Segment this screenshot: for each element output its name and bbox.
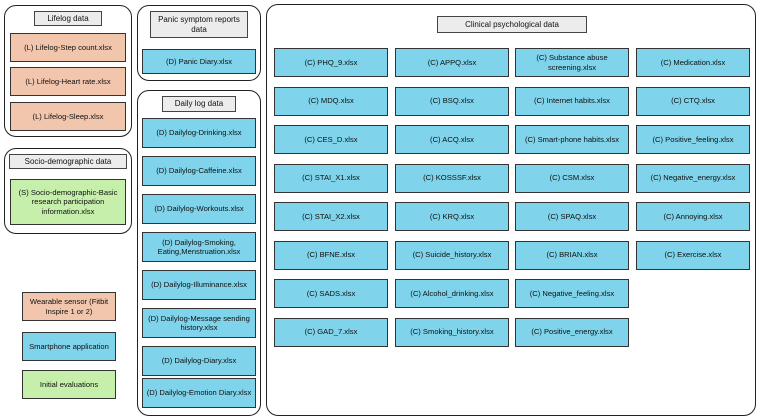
clinical-file-1-7[interactable]: (C) Smoking_history.xlsx xyxy=(395,317,509,347)
clinical-file-2-1[interactable]: (C) Internet habits.xlsx xyxy=(515,86,629,116)
clinical-file-2-7[interactable]: (C) Positive_energy.xlsx xyxy=(515,317,629,347)
legend-initial: Initial evaluations xyxy=(22,370,116,399)
clinical-file-2-4[interactable]: (C) SPAQ.xlsx xyxy=(515,202,629,231)
clinical-file-1-2[interactable]: (C) ACQ.xlsx xyxy=(395,125,509,154)
lifelog-title: Lifelog data xyxy=(34,11,102,26)
panic-symptom-title: Panic symptom reports data xyxy=(150,11,248,38)
dailylog-drinking-file[interactable]: (D) Dailylog-Drinking.xlsx xyxy=(142,118,256,148)
clinical-file-3-3[interactable]: (C) Negative_energy.xlsx xyxy=(636,163,750,193)
panic-diary-file[interactable]: (D) Panic Diary.xlsx xyxy=(142,49,256,74)
dailylog-smoking-file[interactable]: (D) Dailylog-Smoking, Eating,Menstruatio… xyxy=(142,232,256,262)
clinical-file-3-2[interactable]: (C) Positive_feeling.xlsx xyxy=(636,125,750,154)
clinical-file-1-4[interactable]: (C) KRQ.xlsx xyxy=(395,202,509,231)
socio-demographic-file[interactable]: (S) Socio-demographic-Basic research par… xyxy=(10,179,126,225)
clinical-file-0-7[interactable]: (C) GAD_7.xlsx xyxy=(274,317,388,347)
clinical-file-0-6[interactable]: (C) SADS.xlsx xyxy=(274,279,388,308)
clinical-file-3-5[interactable]: (C) Exercise.xlsx xyxy=(636,240,750,270)
dailylog-diary-file[interactable]: (D) Dailylog-Diary.xlsx xyxy=(142,346,256,376)
panic-symptom-group: Panic symptom reports data (D) Panic Dia… xyxy=(137,5,261,81)
dailylog-illuminance-file[interactable]: (D) Dailylog-Illuminance.xlsx xyxy=(142,270,256,300)
socio-demographic-title: Socio-demographic data xyxy=(9,154,127,169)
clinical-file-1-6[interactable]: (C) Alcohol_drinking.xlsx xyxy=(395,279,509,308)
clinical-file-3-0[interactable]: (C) Medication.xlsx xyxy=(636,48,750,77)
dailylog-caffeine-file[interactable]: (D) Dailylog-Caffeine.xlsx xyxy=(142,156,256,186)
clinical-file-0-2[interactable]: (C) CES_D.xlsx xyxy=(274,125,388,154)
lifelog-group: Lifelog data (L) Lifelog-Step count.xlsx… xyxy=(4,5,132,137)
clinical-file-2-5[interactable]: (C) BRIAN.xlsx xyxy=(515,240,629,270)
clinical-title: Clinical psychological data xyxy=(437,16,587,33)
dailylog-workouts-file[interactable]: (D) Dailylog-Workouts.xlsx xyxy=(142,194,256,224)
clinical-file-0-1[interactable]: (C) MDQ.xlsx xyxy=(274,86,388,116)
clinical-file-2-2[interactable]: (C) Smart-phone habits.xlsx xyxy=(515,125,629,154)
clinical-file-1-1[interactable]: (C) BSQ.xlsx xyxy=(395,86,509,116)
dailylog-message-file[interactable]: (D) Dailylog-Message sending history.xls… xyxy=(142,308,256,338)
clinical-file-0-5[interactable]: (C) BFNE.xlsx xyxy=(274,240,388,270)
lifelog-step-count-file[interactable]: (L) Lifelog-Step count.xlsx xyxy=(10,33,126,62)
clinical-file-2-6[interactable]: (C) Negative_feeling.xlsx xyxy=(515,279,629,308)
clinical-file-2-0[interactable]: (C) Substance abuse screening.xlsx xyxy=(515,48,629,77)
clinical-file-3-1[interactable]: (C) CTQ.xlsx xyxy=(636,86,750,116)
clinical-file-3-4[interactable]: (C) Annoying.xlsx xyxy=(636,202,750,231)
clinical-file-1-3[interactable]: (C) KOSSSF.xlsx xyxy=(395,163,509,193)
daily-log-title: Daily log data xyxy=(162,96,236,112)
clinical-file-1-0[interactable]: (C) APPQ.xlsx xyxy=(395,48,509,77)
dailylog-emotion-diary-file[interactable]: (D) Dailylog-Emotion Diary.xlsx xyxy=(142,378,256,408)
legend-wearable: Wearable sensor (Fitbit Inspire 1 or 2) xyxy=(22,292,116,321)
socio-demographic-group: Socio-demographic data (S) Socio-demogra… xyxy=(4,148,132,234)
clinical-group: Clinical psychological data (C) PHQ_9.xl… xyxy=(266,4,756,416)
clinical-file-0-0[interactable]: (C) PHQ_9.xlsx xyxy=(274,48,388,77)
clinical-file-2-3[interactable]: (C) CSM.xlsx xyxy=(515,163,629,193)
lifelog-heart-rate-file[interactable]: (L) Lifelog-Heart rate.xlsx xyxy=(10,67,126,96)
clinical-file-0-4[interactable]: (C) STAI_X2.xlsx xyxy=(274,202,388,231)
daily-log-group: Daily log data (D) Dailylog-Drinking.xls… xyxy=(137,90,261,416)
clinical-file-1-5[interactable]: (C) Suicide_history.xlsx xyxy=(395,240,509,270)
legend-smartphone: Smartphone application xyxy=(22,332,116,361)
lifelog-sleep-file[interactable]: (L) Lifelog-Sleep.xlsx xyxy=(10,102,126,131)
clinical-file-0-3[interactable]: (C) STAI_X1.xlsx xyxy=(274,163,388,193)
